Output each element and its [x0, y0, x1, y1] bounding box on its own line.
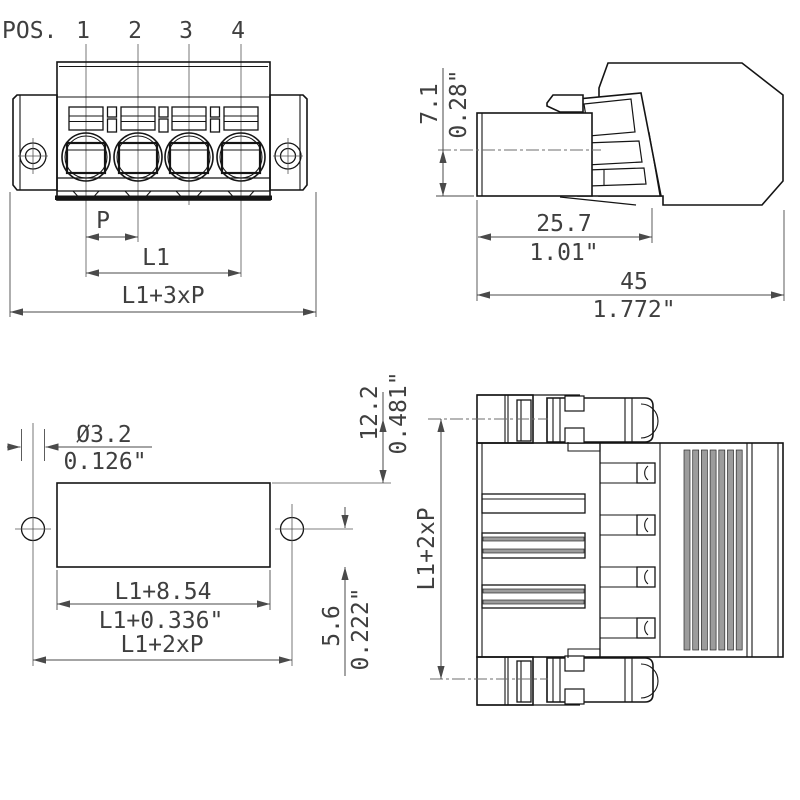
front-dimensions: P L1 L1+3xP — [9, 192, 317, 317]
dim-span-label: L1+2xP — [414, 507, 440, 590]
dim-width-mm: L1+8.54 — [115, 579, 212, 605]
side-dim-length: 45 1.772" — [476, 200, 785, 323]
side-plug-body — [476, 112, 593, 197]
pos-label: POS. — [2, 18, 57, 44]
dim-edge-offset-in: 0.222" — [348, 587, 374, 670]
front-view: POS. 1 2 3 4 — [2, 18, 317, 317]
top-plug-bars — [481, 493, 586, 609]
top-view: L1+2xP — [414, 394, 784, 706]
dim-depth-in: 1.01" — [529, 240, 598, 266]
top-grip-ribs — [683, 449, 743, 651]
terminal-position-1 — [61, 106, 111, 198]
cutout-hole-centerlines — [15, 423, 391, 666]
dim-l1-label: L1 — [142, 245, 170, 271]
cutout-dim-flange-offset: 12.2 0.481" — [357, 371, 412, 483]
dim-height-mm: 7.1 — [417, 83, 443, 125]
front-right-flange — [269, 94, 308, 191]
top-dim-span: L1+2xP — [414, 419, 445, 679]
cutout-dim-width: L1+8.54 L1+0.336" — [56, 570, 271, 634]
pos-number-4: 4 — [231, 18, 245, 44]
front-body-outline — [55, 61, 272, 201]
dim-height-in: 0.28" — [446, 69, 472, 138]
front-divider-slots — [106, 106, 221, 133]
dim-flange-offset-in: 0.481" — [386, 371, 412, 454]
dim-depth-mm: 25.7 — [536, 211, 591, 237]
dim-edge-offset-mm: 5.6 — [319, 605, 345, 647]
side-dim-depth: 25.7 1.01" — [478, 208, 653, 266]
terminal-position-4 — [216, 106, 266, 198]
dim-hole-span-label: L1+2xP — [120, 632, 203, 658]
pos-number-3: 3 — [179, 18, 193, 44]
cutout-view: Ø3.2 0.126" L1+8.54 L1+0.336" L1+2xP 5.6… — [7, 371, 412, 676]
dim-flange-offset-mm: 12.2 — [357, 385, 383, 440]
cutout-dim-hole-dia: Ø3.2 0.126" — [7, 422, 152, 475]
top-chamber-walls — [600, 462, 637, 639]
dim-overall-label: L1+3xP — [121, 283, 204, 309]
dim-pitch-label: P — [96, 208, 110, 234]
front-pos-labels: POS. 1 2 3 4 — [2, 18, 245, 44]
pos-number-2: 2 — [128, 18, 142, 44]
top-flange-upper — [428, 394, 659, 452]
terminal-position-2 — [113, 106, 163, 198]
cutout-dim-hole-span: L1+2xP — [33, 632, 292, 664]
cutout-rectangle — [56, 482, 271, 568]
pos-number-1: 1 — [76, 18, 90, 44]
front-base-band — [55, 195, 272, 200]
side-dim-height: 7.1 0.28" — [417, 68, 474, 197]
top-body-outline — [476, 442, 784, 658]
terminal-position-3 — [164, 106, 214, 198]
side-view: 7.1 0.28" 25.7 1.01" 45 1.772" — [417, 62, 785, 323]
top-flange-lower — [430, 648, 659, 706]
dim-hole-dia-mm: Ø3.2 — [76, 422, 131, 448]
dim-length-in: 1.772" — [592, 297, 675, 323]
top-clamp-screws — [636, 462, 656, 639]
dim-width-in: L1+0.336" — [99, 608, 224, 634]
side-latch-hook — [546, 94, 584, 113]
dim-length-mm: 45 — [620, 269, 648, 295]
dim-hole-dia-in: 0.126" — [63, 449, 146, 475]
front-left-flange — [12, 94, 58, 191]
side-lever-openings — [583, 98, 647, 187]
cutout-dim-edge-offset: 5.6 0.222" — [319, 507, 374, 676]
